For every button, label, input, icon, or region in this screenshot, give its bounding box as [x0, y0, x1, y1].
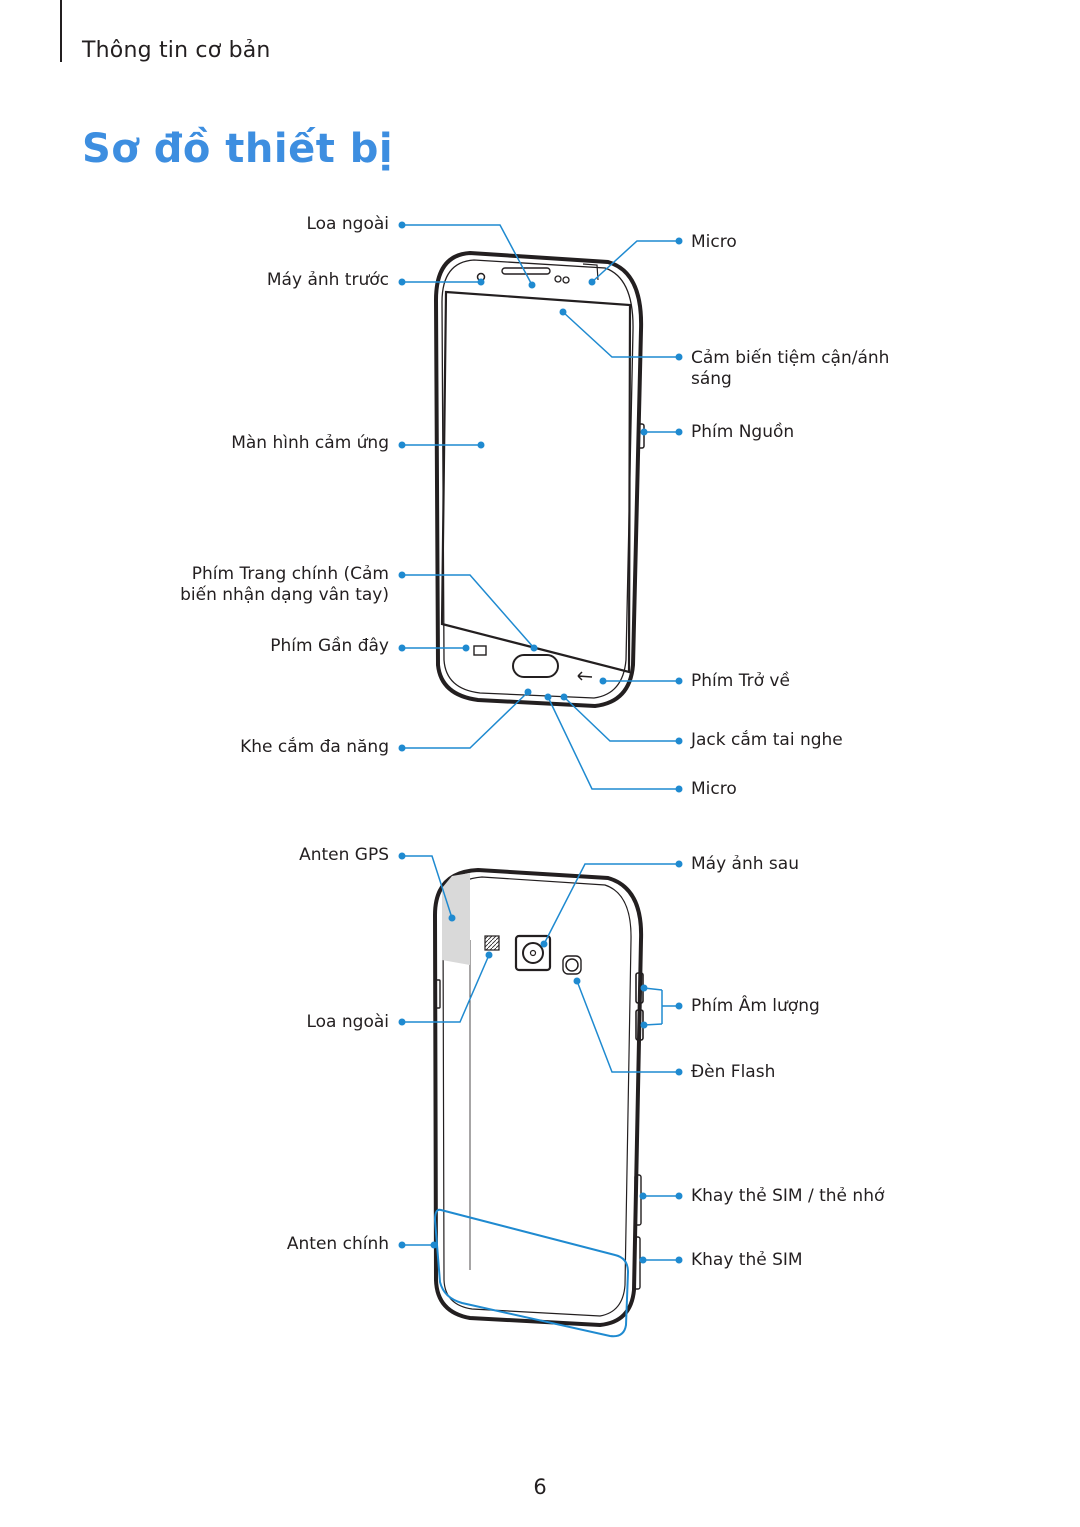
label-gps-antenna: Anten GPS — [299, 845, 389, 865]
front-callout-dots — [398, 221, 683, 793]
gps-antenna-area — [442, 873, 470, 965]
label-main-antenna: Anten chính — [286, 1234, 389, 1254]
label-recents-key: Phím Gần đây — [270, 636, 389, 656]
label-proximity-line2: sáng — [691, 369, 732, 389]
label-rear-speaker: Loa ngoài — [306, 1012, 389, 1032]
label-volume-key: Phím Âm lượng — [691, 996, 820, 1016]
label-touchscreen: Màn hình cảm ứng — [231, 433, 389, 453]
section-title: Thông tin cơ bản — [82, 38, 271, 63]
front-callouts — [402, 224, 679, 790]
header-rule — [60, 0, 62, 62]
label-front-camera: Máy ảnh trước — [266, 270, 389, 290]
front-phone — [433, 250, 645, 709]
page-number: 6 — [533, 1475, 547, 1499]
label-sim-memory-tray: Khay thẻ SIM / thẻ nhớ — [691, 1186, 885, 1206]
label-mic-top: Micro — [691, 232, 737, 252]
back-callouts — [402, 855, 679, 1261]
label-flash: Đèn Flash — [691, 1062, 776, 1082]
label-mic-bottom: Micro — [691, 779, 737, 799]
label-loudspeaker: Loa ngoài — [306, 214, 389, 234]
label-earphone-jack: Jack cắm tai nghe — [691, 730, 843, 750]
label-home-key-line2: biến nhận dạng vân tay) — [180, 585, 389, 605]
back-callout-dots — [398, 852, 683, 1264]
label-home-key-line1: Phím Trang chính (Cảm — [191, 564, 389, 584]
label-sim-tray: Khay thẻ SIM — [691, 1250, 803, 1270]
label-back-key: Phím Trở về — [691, 671, 790, 691]
page-title: Sơ đồ thiết bị — [82, 126, 394, 172]
label-multipurpose-jack: Khe cắm đa năng — [240, 737, 389, 757]
label-rear-camera: Máy ảnh sau — [691, 854, 799, 874]
main-antenna-outline — [433, 1208, 630, 1338]
label-proximity-line1: Cảm biến tiệm cận/ánh — [691, 348, 890, 368]
label-power-key: Phím Nguồn — [691, 422, 795, 442]
